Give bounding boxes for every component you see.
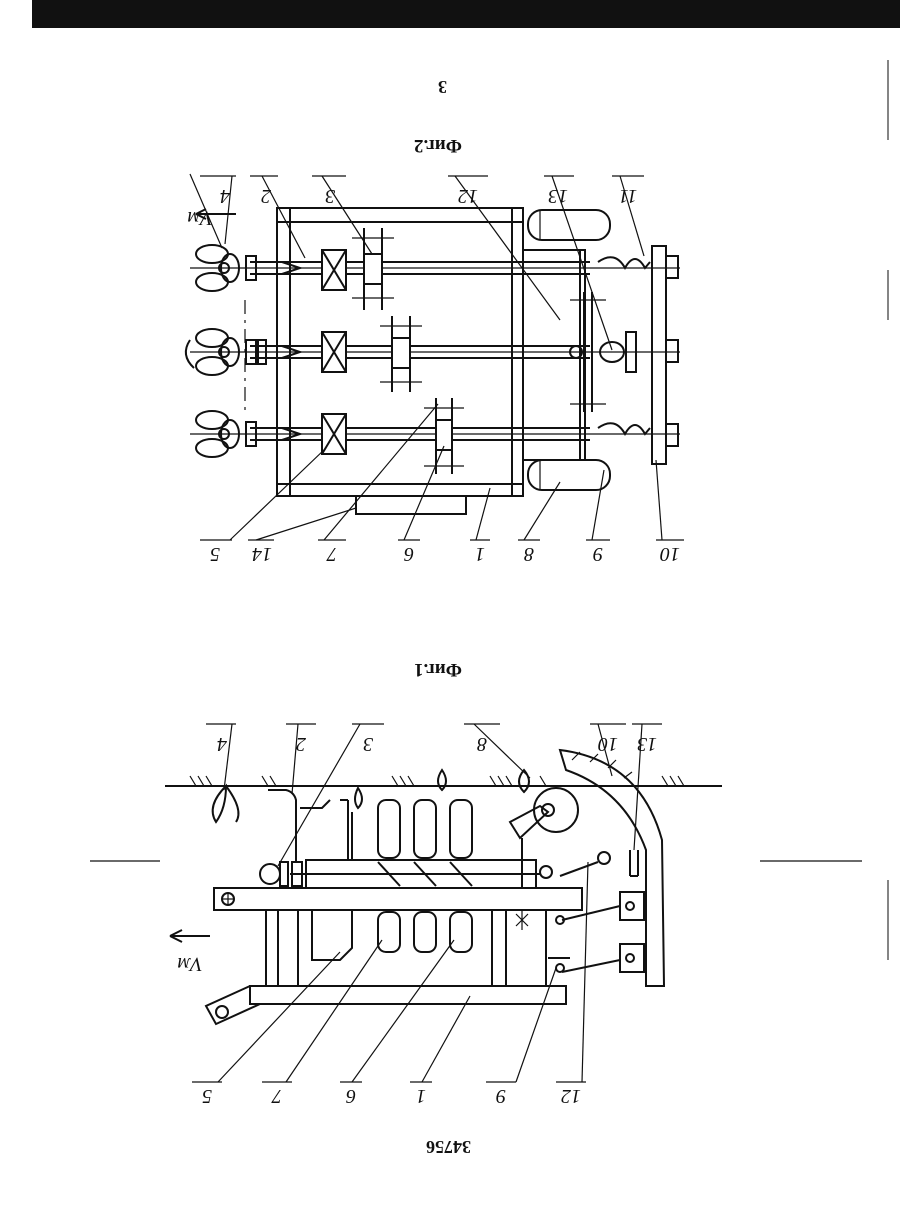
fig1-hitch-bolt — [216, 1006, 228, 1018]
fig1-label-7: 7 — [271, 1085, 282, 1107]
fig2-sprocket — [352, 228, 394, 310]
fig2-label-9: 9 — [593, 543, 603, 565]
fig2-label-6: 6 — [404, 543, 414, 565]
fig1-label-12: 12 — [561, 1085, 581, 1107]
fig2-label-13: 13 — [548, 185, 568, 207]
fig2-label-vm: Vм — [187, 207, 212, 229]
fig1-label-9: 9 — [496, 1085, 506, 1107]
fig1-label-vm: Vм — [177, 953, 202, 975]
fig2-bar-knob — [666, 424, 678, 446]
fig1-link-rod — [562, 960, 620, 972]
fig1-label-3: 3 — [363, 733, 374, 755]
fig1-frame-bottom — [250, 986, 566, 1004]
fig2-gear-block — [322, 250, 346, 290]
fig1-label-8: 8 — [477, 733, 487, 755]
fig2-label-3: 3 — [325, 185, 336, 207]
fig1-label-5: 5 — [202, 1085, 212, 1107]
fig1-label-10: 10 — [598, 733, 618, 755]
fig1-bulb — [355, 788, 362, 808]
fig2-sprocket — [424, 398, 464, 474]
fig2-plate — [356, 496, 466, 514]
fig2-label-5: 5 — [210, 543, 220, 565]
fig1-chain-link — [378, 800, 400, 952]
fig2-label-12: 12 — [458, 185, 478, 207]
fig1-bracket — [620, 944, 644, 972]
fig1-gearbox — [312, 910, 352, 960]
fig2-digger-tooth — [598, 257, 650, 268]
fig1-idler — [540, 866, 552, 878]
fig2-label-2: 2 — [261, 185, 271, 207]
figure-2-drawing — [186, 174, 684, 540]
fig2-label-7: 7 — [326, 543, 337, 565]
fig1-belt — [560, 862, 598, 876]
fig1-cutter-hub — [260, 864, 280, 884]
fig2-digger-bar — [652, 246, 666, 464]
fig1-spring-mark — [516, 910, 528, 930]
fig2-label-1: 1 — [475, 543, 485, 565]
fig1-chain-link — [450, 800, 472, 952]
fig2-sprocket — [380, 316, 422, 392]
fig1-frame-top — [214, 888, 582, 910]
fig1-label-4: 4 — [217, 733, 227, 755]
fig1-cutter-collar — [280, 862, 288, 886]
fig2-label-8: 8 — [524, 543, 534, 565]
fig1-label-1: 1 — [416, 1085, 426, 1107]
fig2-label-11: 11 — [619, 185, 638, 207]
fig1-cutter-arm — [268, 790, 296, 862]
fig2-gear-block — [322, 332, 346, 372]
fig2-bar-knob — [666, 340, 678, 362]
figure-1-drawing — [90, 724, 862, 1082]
fig2-label-14: 14 — [252, 543, 272, 565]
fig2-label-4: 4 — [220, 185, 230, 207]
fig1-bracket — [620, 892, 644, 920]
fig1-drive-wheel — [534, 788, 578, 832]
fig1-idler — [598, 852, 610, 864]
fig2-digger-tooth — [598, 423, 650, 434]
fig1-chain-link — [414, 800, 436, 952]
fig1-bulb-root — [226, 786, 238, 822]
fig1-link-rod — [562, 906, 620, 920]
fig1-label-13: 13 — [637, 733, 657, 755]
fig1-label-6: 6 — [346, 1085, 356, 1107]
fig1-label-2: 2 — [296, 733, 306, 755]
fig1-bulb — [213, 786, 226, 822]
fig2-label-10: 10 — [660, 543, 680, 565]
fig2-bar-knob — [666, 256, 678, 278]
fig1-bulb — [519, 770, 529, 792]
